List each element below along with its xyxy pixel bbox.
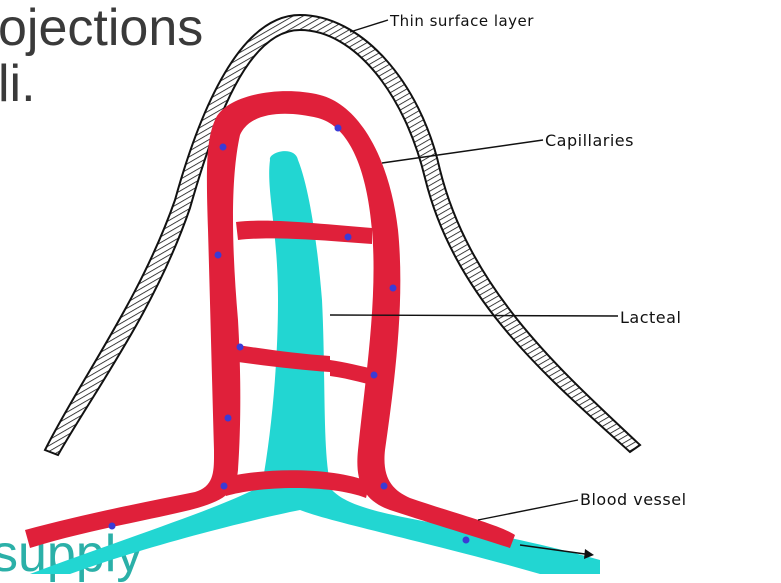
label-lacteal: Lacteal (620, 308, 681, 327)
label-thin-surface-layer: Thin surface layer (390, 12, 534, 30)
label-blood-vessel: Blood vessel (580, 490, 687, 509)
label-capillaries: Capillaries (545, 131, 634, 150)
